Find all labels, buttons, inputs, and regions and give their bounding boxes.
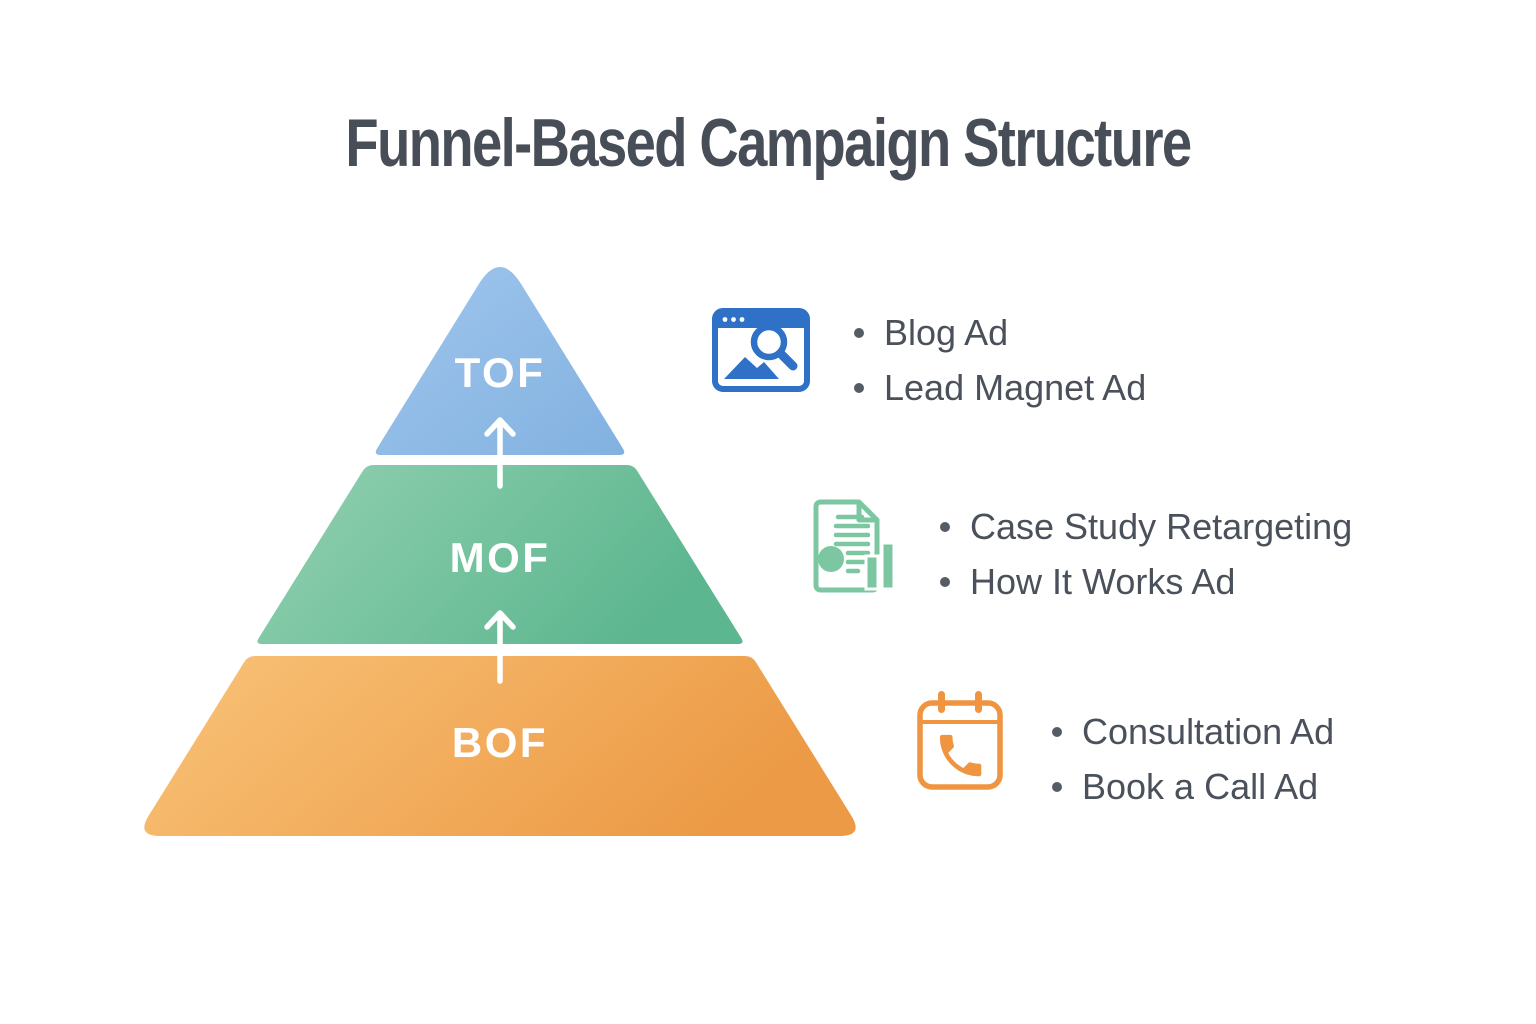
legend-list-mof: Case Study Retargeting How It Works Ad (940, 499, 1352, 609)
calendar-ring (975, 691, 982, 713)
browser-dot (739, 317, 745, 322)
magnifier-lens (750, 323, 788, 361)
document-text-lines (833, 514, 871, 574)
legend-list-tof: Blog Ad Lead Magnet Ad (854, 305, 1146, 415)
legend-item: Consultation Ad (1052, 704, 1334, 759)
funnel-tier-bof (144, 656, 856, 836)
chart-circle (818, 546, 844, 572)
phone-handset (939, 734, 982, 777)
browser-search-icon (712, 308, 810, 392)
browser-dot (731, 317, 736, 322)
legend-list-bof: Consultation Ad Book a Call Ad (1052, 704, 1334, 814)
funnel-tier-label-bof: BOF (452, 719, 548, 766)
browser-dot (722, 317, 728, 322)
funnel-tier-tof (375, 267, 625, 455)
calendar-ring (938, 691, 945, 713)
calendar-body (917, 700, 1003, 790)
legend-item: Lead Magnet Ad (854, 360, 1146, 415)
funnel-tier-mof (257, 465, 743, 644)
chart-bar-short (864, 554, 880, 591)
legend-item: Book a Call Ad (1052, 759, 1334, 814)
chart-bar-tall (880, 541, 896, 591)
funnel-tier-label-mof: MOF (450, 534, 551, 581)
page-title: Funnel-Based Campaign Structure (345, 105, 1192, 181)
browser-topbar (715, 311, 807, 328)
magnifier-handle (776, 349, 798, 371)
up-arrow-icon-bof-to-mof (484, 610, 516, 684)
image-mountain (724, 357, 779, 379)
case-study-report-icon (813, 499, 896, 593)
legend-item: Case Study Retargeting (940, 499, 1352, 554)
calendar-call-icon (917, 691, 1003, 790)
funnel-tier-label-tof: TOF (455, 349, 546, 396)
legend-item: Blog Ad (854, 305, 1146, 360)
document-fold (856, 502, 877, 523)
legend-item: How It Works Ad (940, 554, 1352, 609)
up-arrow-icon-mof-to-tof (484, 417, 516, 489)
